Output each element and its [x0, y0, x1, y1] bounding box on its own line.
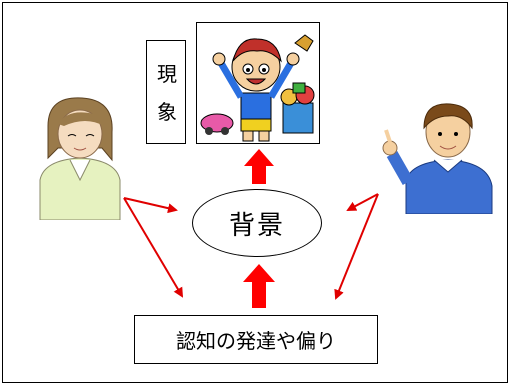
arrow-left-to-bottom	[123, 197, 184, 298]
child-with-toys-icon	[200, 34, 315, 142]
diagram-frame	[2, 2, 508, 383]
cognitive-development-box: 認知の発達や偏り	[134, 315, 378, 364]
phenomenon-label-box: 現 象	[146, 40, 186, 144]
thick-arrow-up-bottom	[243, 264, 275, 308]
arrow-left-to-ellipse	[123, 197, 178, 214]
background-ellipse: 背景	[192, 189, 322, 257]
woman-thinking-icon	[39, 97, 121, 221]
center-label: 背景	[228, 210, 285, 241]
thick-arrow-up-top	[244, 149, 274, 184]
phenomenon-picture	[196, 22, 320, 144]
phenomenon-label-char-2: 象	[157, 100, 177, 124]
man-pointing-icon	[382, 103, 493, 215]
right-person	[378, 96, 500, 215]
bottom-label: 認知の発達や偏り	[176, 329, 336, 353]
arrow-right-to-bottom	[334, 193, 379, 300]
left-person	[34, 96, 126, 221]
phenomenon-label-char-1: 現	[157, 62, 177, 86]
arrow-right-to-ellipse	[346, 193, 379, 211]
